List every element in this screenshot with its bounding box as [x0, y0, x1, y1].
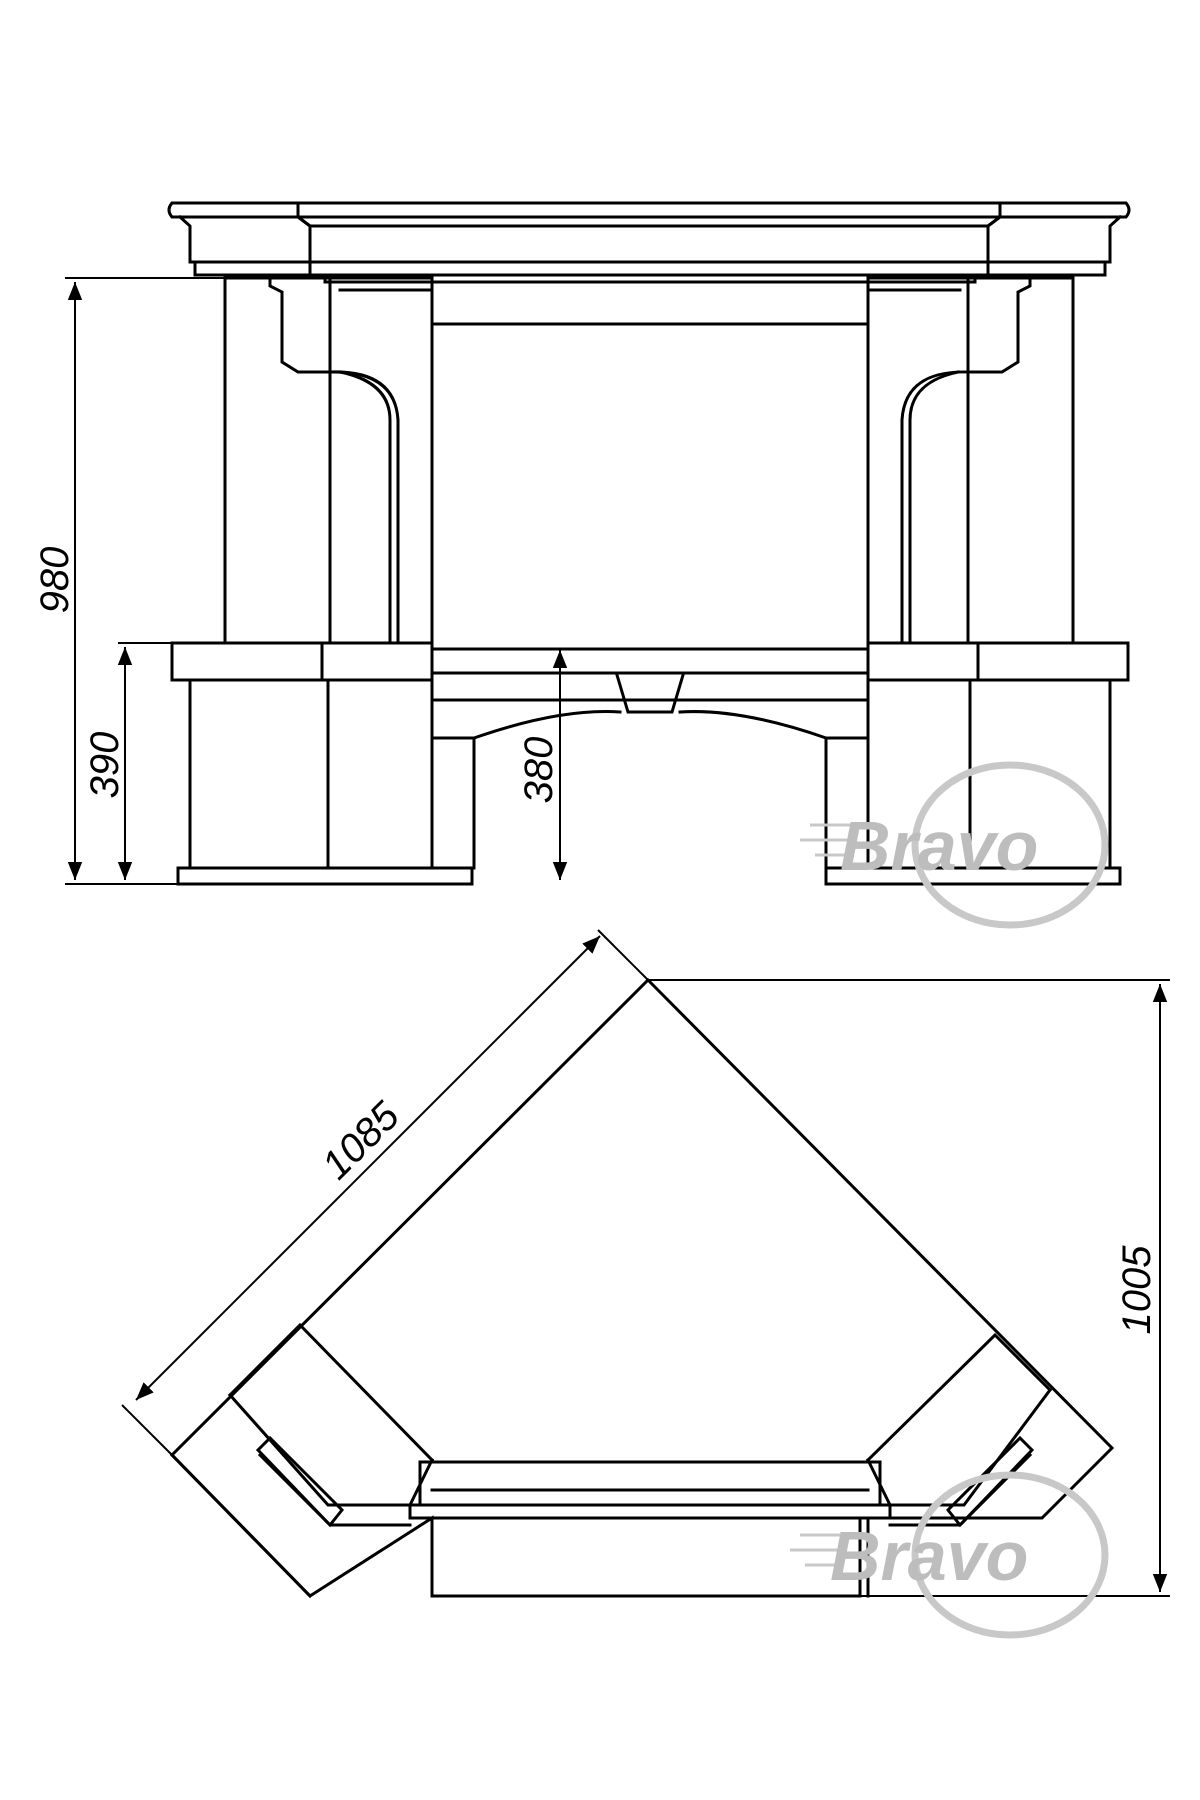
- dim-label-380: 380: [517, 737, 561, 804]
- bravo-watermark-logo-2: Bravo: [790, 1471, 1109, 1639]
- dim-label-390: 390: [83, 732, 127, 799]
- right-upper-column: [866, 276, 1075, 645]
- plan-outline: [169, 977, 1115, 1599]
- dimension-opening-height: 380: [517, 650, 568, 880]
- bravo-watermark-logo: Bravo: [800, 761, 1109, 929]
- dimension-depth: 1005: [648, 979, 1170, 1597]
- dimension-diagonal: 1085: [121, 929, 649, 1456]
- dim-label-980: 980: [33, 547, 77, 614]
- front-elevation: 980 390 380 Bravo: [33, 201, 1131, 929]
- dimension-total-height: 980: [33, 277, 225, 885]
- left-upper-column: [223, 276, 434, 645]
- watermark-text-2: Bravo: [830, 1517, 1028, 1595]
- watermark-text: Bravo: [840, 807, 1038, 885]
- mantel-cornice: [167, 201, 1131, 284]
- dim-label-1005: 1005: [1115, 1245, 1159, 1335]
- plan-view: 1085 1005 Bravo: [121, 929, 1170, 1639]
- firebox-opening: [430, 280, 870, 651]
- dimension-base-height: 390: [83, 642, 172, 880]
- hearth-shelf: [170, 641, 1130, 682]
